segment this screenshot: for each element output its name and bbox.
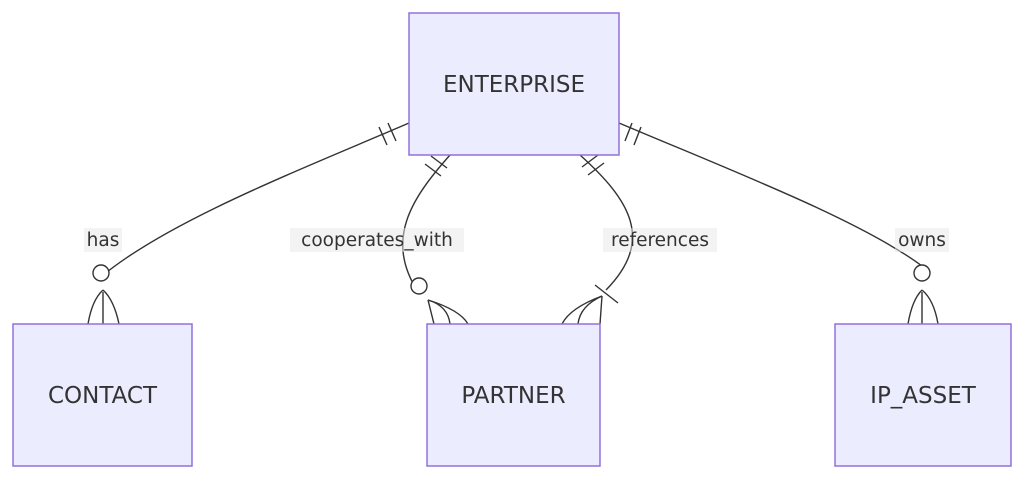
marker-exactly-one-references: [581, 154, 605, 176]
entity-partner: PARTNER: [426, 323, 601, 467]
marker-zero-or-more-contact: [87, 264, 120, 325]
relationship-line-has: [101, 122, 410, 277]
relationship-label-references: references: [611, 230, 709, 251]
entity-contact: CONTACT: [12, 323, 193, 467]
marker-zero-or-more-ip-asset: [907, 264, 939, 325]
relationship-line-owns: [618, 122, 923, 267]
entity-name-partner: PARTNER: [461, 383, 565, 409]
marker-exactly-one-owns: [624, 122, 642, 146]
entity-ip-asset: IP_ASSET: [834, 323, 1012, 467]
relationship-label-has: has: [87, 230, 120, 251]
marker-exactly-one-cooperates-with: [424, 155, 448, 177]
relationship-label-owns: owns: [898, 230, 946, 251]
relationship-label-cooperates-with: cooperates_with: [301, 230, 453, 251]
entity-name-ip-asset: IP_ASSET: [870, 383, 977, 409]
relationship-labels: has cooperates_with references owns: [84, 228, 949, 252]
cardinality-markers-enterprise: [378, 122, 642, 177]
relationship-line-references: [579, 154, 634, 291]
marker-exactly-one-has: [378, 122, 397, 146]
relationship-lines: [101, 122, 923, 293]
entity-name-enterprise: ENTERPRISE: [443, 72, 585, 98]
marker-one-or-more-partner: [561, 284, 619, 325]
entity-enterprise: ENTERPRISE: [408, 12, 620, 156]
entity-name-contact: CONTACT: [48, 383, 158, 409]
cardinality-markers-children: [87, 264, 939, 325]
marker-zero-or-more-partner: [410, 277, 469, 325]
relationship-line-cooperates-with: [402, 154, 451, 293]
